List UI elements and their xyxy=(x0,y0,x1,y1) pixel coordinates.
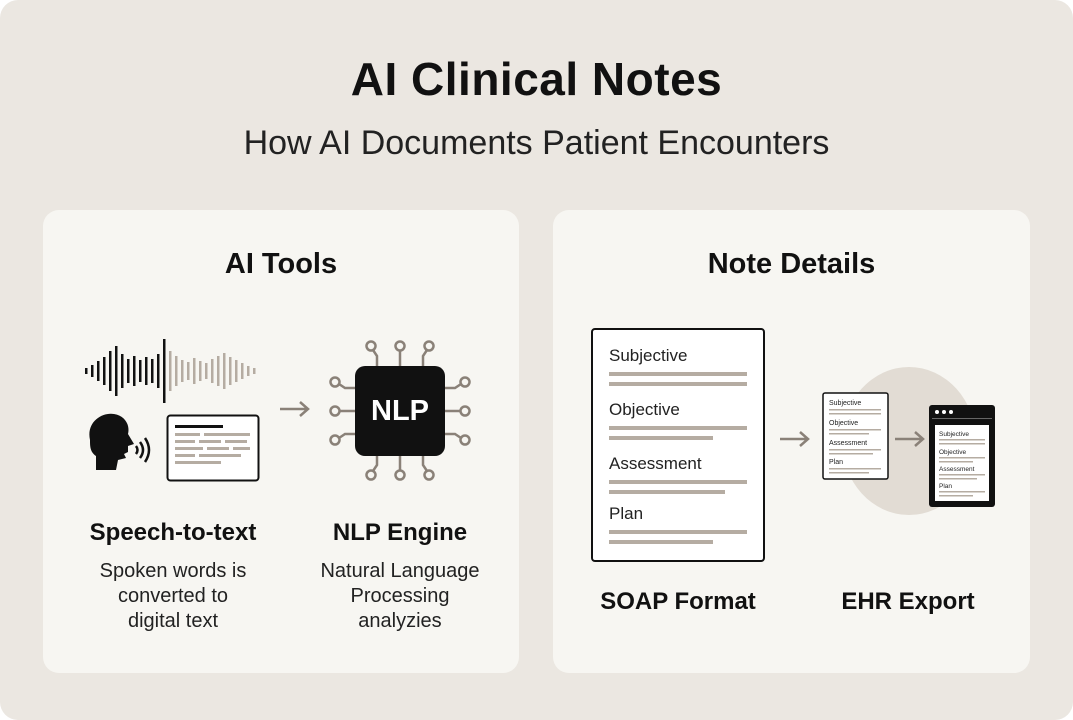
transcript-document-icon xyxy=(166,414,260,482)
wave-bar xyxy=(103,357,106,385)
page-subtitle: How AI Documents Patient Encounters xyxy=(243,124,830,162)
speaking-head-icon xyxy=(89,413,151,470)
wave-bar xyxy=(163,339,166,403)
arrow-right-icon xyxy=(280,401,310,417)
description-line: converted to xyxy=(117,585,229,607)
wave-bar xyxy=(187,362,190,380)
wave-bar xyxy=(145,357,148,385)
page-title: AI Clinical Notes xyxy=(350,53,723,105)
speech-to-text-label: Speech-to-text xyxy=(89,519,257,546)
ehr-export-label: EHR Export xyxy=(841,588,975,615)
wave-bar xyxy=(217,356,220,386)
nlp-chip-icon xyxy=(329,340,471,481)
description-line: digital text xyxy=(127,610,219,632)
wave-bar xyxy=(85,368,88,374)
nlp-engine-description: Natural Language Processing analyzies xyxy=(300,559,500,634)
nlp-chip-label: NLP xyxy=(371,395,429,427)
wave-bar xyxy=(205,363,208,379)
wave-bar xyxy=(223,353,226,389)
wave-bar xyxy=(229,357,232,385)
description-line: Processing xyxy=(350,585,450,607)
panel-title: AI Tools xyxy=(224,248,338,280)
wave-bar xyxy=(115,346,118,396)
svg-text:Plan: Plan xyxy=(829,459,843,466)
soap-section-objective: Objective xyxy=(609,400,680,419)
svg-text:Assessment: Assessment xyxy=(939,466,975,473)
wave-bar xyxy=(175,356,178,386)
svg-text:Plan: Plan xyxy=(939,483,952,490)
wave-bar xyxy=(241,363,244,379)
description-line: Natural Language xyxy=(320,560,480,582)
wave-bar xyxy=(235,360,238,382)
svg-text:Objective: Objective xyxy=(939,449,966,456)
svg-text:Objective: Objective xyxy=(829,420,858,427)
wave-bar xyxy=(211,359,214,383)
sound-wave-icon xyxy=(85,339,256,403)
wave-bar xyxy=(97,361,100,381)
svg-text:Assessment: Assessment xyxy=(829,440,867,447)
wave-bar xyxy=(151,359,154,383)
wave-bar xyxy=(133,356,136,386)
soap-section-assessment: Assessment xyxy=(609,454,702,473)
svg-text:Subjective: Subjective xyxy=(829,400,861,407)
soap-format-label: SOAP Format xyxy=(600,588,756,615)
wave-bar xyxy=(253,368,256,374)
wave-bar xyxy=(109,351,112,391)
wave-bar xyxy=(127,359,130,383)
speech-to-text-description: Spoken words is converted to digital tex… xyxy=(73,559,273,634)
wave-bar xyxy=(157,354,160,388)
wave-bar xyxy=(91,365,94,377)
description-line: Spoken words is xyxy=(99,560,247,582)
wave-bar xyxy=(247,366,250,376)
wave-bar xyxy=(181,360,184,382)
wave-bar xyxy=(193,358,196,384)
arrow-right-icon xyxy=(895,431,925,447)
nlp-engine-label: NLP Engine xyxy=(332,519,468,546)
panel-title: Note Details xyxy=(707,248,876,280)
wave-bar xyxy=(169,351,172,391)
soap-section-plan: Plan xyxy=(609,504,644,523)
soap-note-document: Subjective Objective Assessment Plan xyxy=(591,328,765,562)
wave-bar xyxy=(121,354,124,388)
wave-bar xyxy=(199,361,202,381)
soap-section-subjective: Subjective xyxy=(609,346,688,365)
arrow-right-icon xyxy=(780,431,810,447)
description-line: analyzies xyxy=(358,610,442,632)
wave-bar xyxy=(139,360,142,382)
svg-text:Subjective: Subjective xyxy=(939,431,969,438)
